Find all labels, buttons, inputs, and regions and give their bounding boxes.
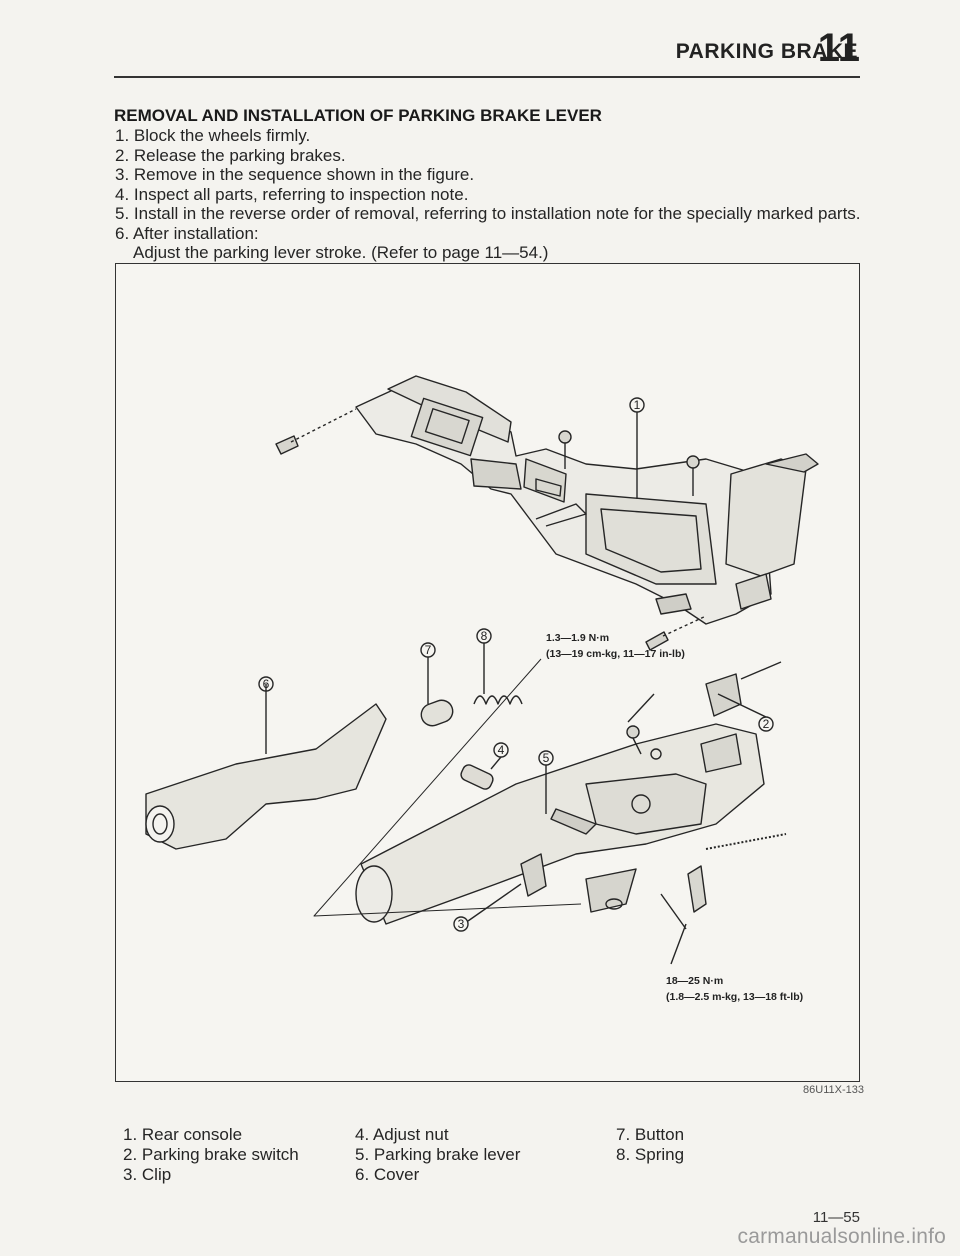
procedure-steps: 1. Block the wheels firmly. 2. Release t… [115,126,861,263]
step-item: 2. Release the parking brakes. [115,145,346,165]
legend-item: 2. Parking brake switch [123,1145,299,1164]
header-rule [114,76,860,78]
legend-item: 4. Adjust nut [355,1125,449,1144]
parking-brake-lever-drawing [355,723,765,925]
legend-column-3: 7. Button 8. Spring [616,1125,684,1165]
step-item: 3. Remove in the sequence shown in the f… [115,165,475,184]
callout-6: 6 [263,677,270,691]
legend-item: 6. Cover [355,1165,420,1184]
exploded-view-drawing: 1 2 3 4 5 6 7 8 1.3—1.9 N·m (13—19 cm-kg… [145,375,819,1003]
legend-column-1: 1. Rear console 2. Parking brake switch … [123,1125,299,1185]
step-item: 5. Install in the reverse order of remov… [115,204,861,223]
callout-7: 7 [425,643,432,657]
clip-drawing [453,853,547,932]
exploded-view-figure: 1 2 3 4 5 6 7 8 1.3—1.9 N·m (13—19 cm-kg… [115,263,860,1082]
header-chapter-number: 11 [817,26,860,70]
step-item: 1. Block the wheels firmly. [115,126,311,145]
step-sub-item: Adjust the parking lever stroke. (Refer … [133,243,549,262]
lever-bolt-drawing [660,865,707,930]
button-spring-drawing [420,695,523,727]
section-title: REMOVAL AND INSTALLATION OF PARKING BRAK… [114,106,602,125]
step-item: 6. After installation: [115,223,259,243]
rear-console-drawing [355,375,819,625]
torque-large-line2: (1.8—2.5 m-kg, 13—18 ft-lb) [666,991,803,1003]
callout-5: 5 [543,751,550,765]
legend-item: 1. Rear console [123,1125,243,1144]
step-item: 4. Inspect all parts, referring to inspe… [115,184,469,204]
watermark: carmanualsonline.info [737,1225,946,1248]
legend-item: 8. Spring [616,1145,685,1164]
legend-column-2: 4. Adjust nut 5. Parking brake lever 6. … [355,1125,520,1185]
legend-item: 3. Clip [123,1165,172,1184]
torque-large-line1: 18—25 N·m [666,975,723,987]
callout-3: 3 [458,917,465,931]
torque-small-line1: 1.3—1.9 N·m [546,632,609,644]
console-screws-drawing [275,408,707,651]
legend-item: 5. Parking brake lever [355,1145,521,1164]
callout-1: 1 [634,398,641,412]
header-title: PARKING BRAKE [675,40,858,63]
parking-brake-switch-drawing [705,661,782,732]
callout-2: 2 [763,717,770,731]
legend-item: 7. Button [616,1125,685,1144]
cover-drawing [145,703,387,850]
page-number: 11—55 [812,1209,860,1226]
callout-8: 8 [481,629,488,643]
torque-small-line2: (13—19 cm-kg, 11—17 in-lb) [546,648,685,660]
figure-code: 86U11X-133 [803,1084,864,1096]
callout-4: 4 [498,743,505,757]
